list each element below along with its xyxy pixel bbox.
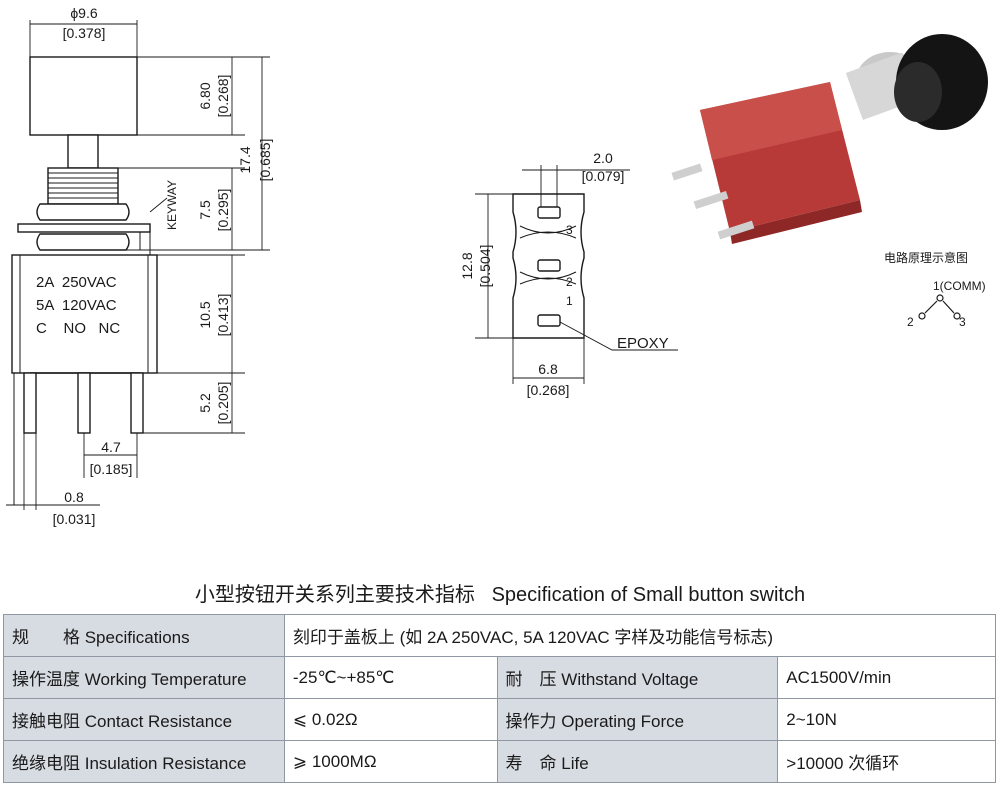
spec-key: 操作力 Operating Force: [496, 698, 779, 741]
spec-key: 接触电阻 Contact Resistance: [3, 698, 285, 741]
pin-width-inch: [0.031]: [53, 511, 96, 527]
pad-2: [537, 259, 561, 272]
spec-key: 规 格 Specifications: [3, 614, 285, 657]
pin-width-value: 0.8: [64, 489, 84, 505]
bottom-view: [512, 193, 585, 339]
spec-key: 耐 压 Withstand Voltage: [496, 656, 779, 699]
body-height-inch: [0.413]: [215, 294, 231, 337]
total-height-value: 17.4: [237, 146, 253, 173]
schematic: 电路原理示意图 1(COMM) 2 3: [884, 250, 986, 329]
spec-table: 规 格 Specifications 刻印于盖板上 (如 2A 250VAC, …: [3, 614, 997, 783]
bottom-height-inch: [0.504]: [477, 245, 493, 288]
bottom-dimension-lines: [475, 165, 678, 384]
body-text-line-2: 5A 120VAC: [36, 297, 117, 314]
epoxy-label: EPOXY: [617, 335, 669, 352]
pin-label-3: 3: [566, 223, 573, 237]
pin-center: [77, 372, 91, 434]
pin-length-inch: [0.205]: [215, 382, 231, 425]
total-height-inch: [0.685]: [257, 139, 273, 182]
technical-drawing: ϕ9.6 [0.378] 6.80 [0.268] 17.4 [0.685] 7…: [6, 5, 988, 527]
side-view: [11, 56, 158, 505]
spec-key: 操作温度 Working Temperature: [3, 656, 285, 699]
table-row: 接触电阻 Contact Resistance ⩽ 0.02Ω 操作力 Oper…: [3, 698, 996, 741]
spec-value: ⩽ 0.02Ω: [283, 698, 498, 741]
bushing-height-inch: [0.295]: [215, 189, 231, 232]
pin-right: [130, 372, 144, 434]
spec-value: -25℃~+85℃: [283, 656, 498, 699]
spec-value: 刻印于盖板上 (如 2A 250VAC, 5A 120VAC 字样及功能信号标志…: [283, 614, 997, 657]
cap-height-inch: [0.268]: [215, 75, 231, 118]
bushing-height-value: 7.5: [197, 200, 213, 220]
pin-label-1: 1: [566, 294, 573, 308]
body-text-line-3: C NO NC: [36, 320, 120, 337]
pin-pitch-value: 4.7: [101, 439, 121, 455]
table-row: 操作温度 Working Temperature -25℃~+85℃ 耐 压 W…: [3, 656, 996, 699]
schematic-title: 电路原理示意图: [884, 250, 968, 265]
spec-value: 2~10N: [777, 698, 996, 741]
pad-width-value: 2.0: [593, 150, 613, 166]
plunger: [67, 134, 99, 169]
spec-key: 绝缘电阻 Insulation Resistance: [3, 740, 285, 783]
thread: [47, 167, 119, 205]
side-dimension-lines: [6, 20, 270, 510]
button-cap: [29, 56, 138, 136]
nut: [36, 203, 130, 221]
switch-photo: [671, 34, 988, 244]
pad-1: [537, 314, 561, 327]
pin-left: [23, 372, 37, 434]
schematic-right: 3: [959, 315, 966, 329]
pad-3: [537, 206, 561, 219]
schematic-comm: 1(COMM): [933, 279, 986, 293]
spec-title: 小型按钮开关系列主要技术指标 Specification of Small bu…: [194, 584, 806, 606]
schematic-left: 2: [907, 315, 914, 329]
spec-value: >10000 次循环: [777, 740, 996, 783]
pin-label-2: 2: [566, 275, 573, 289]
switch-body: [11, 254, 158, 374]
body-height-value: 10.5: [197, 301, 213, 328]
diameter-value: ϕ9.6: [70, 5, 98, 21]
pad-width-inch: [0.079]: [582, 168, 625, 184]
diameter-inch: [0.378]: [63, 25, 106, 41]
bottom-width-inch: [0.268]: [527, 382, 570, 398]
pin-length-value: 5.2: [197, 393, 213, 413]
bottom-height-value: 12.8: [459, 252, 475, 279]
spec-value: AC1500V/min: [777, 656, 996, 699]
table-row: 规 格 Specifications 刻印于盖板上 (如 2A 250VAC, …: [3, 614, 997, 657]
spec-key: 寿 命 Life: [496, 740, 779, 783]
table-row: 绝缘电阻 Insulation Resistance ⩾ 1000MΩ 寿 命 …: [3, 740, 996, 783]
body-text-line-1: 2A 250VAC: [36, 274, 117, 291]
pin-pitch-inch: [0.185]: [90, 461, 133, 477]
bottom-width-value: 6.8: [538, 361, 558, 377]
keyway-label: KEYWAY: [165, 180, 179, 230]
cap-height-value: 6.80: [197, 82, 213, 109]
spec-value: ⩾ 1000MΩ: [283, 740, 498, 783]
